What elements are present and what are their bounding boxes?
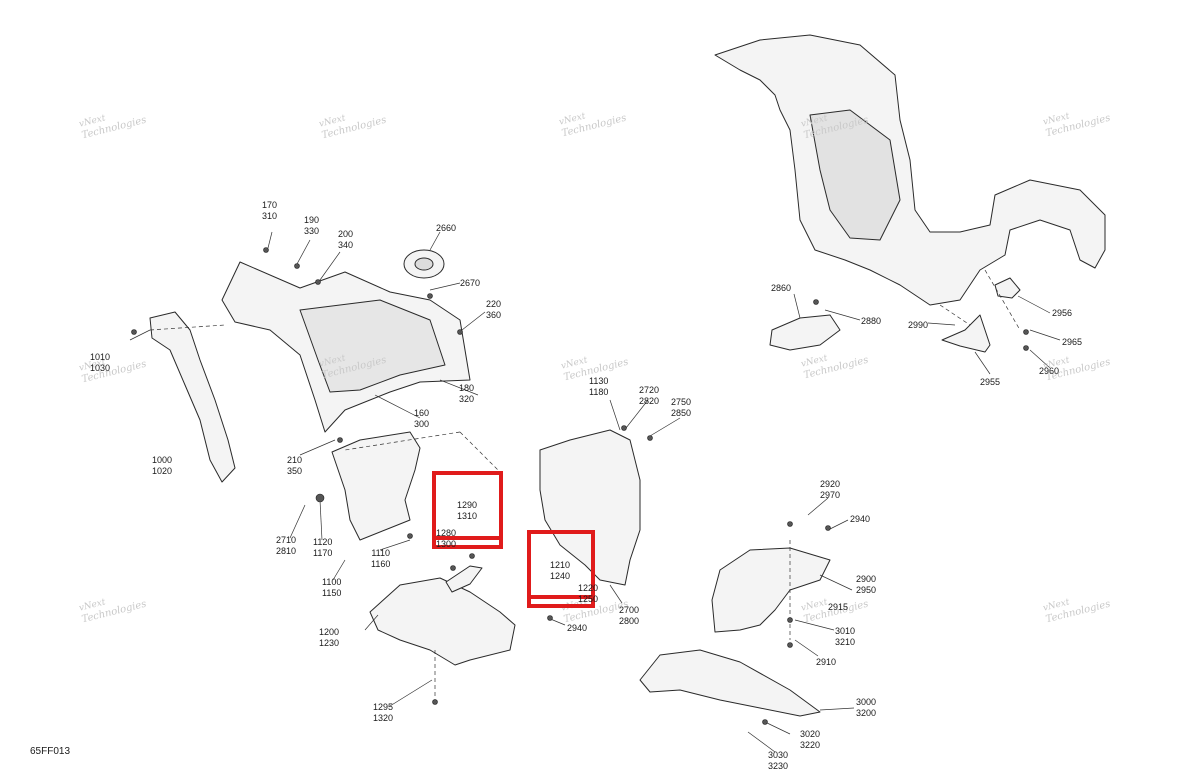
rear-fender-part xyxy=(711,547,831,633)
part-callout[interactable]: 2910 xyxy=(816,657,837,667)
part-callout[interactable]: 2965 xyxy=(1062,337,1083,347)
part-callout[interactable]: 2915 xyxy=(828,602,849,612)
part-callout[interactable]: 2880 xyxy=(861,316,882,326)
side-fender-part xyxy=(539,429,641,586)
front-panel-inner xyxy=(299,299,446,393)
floor-tray-part xyxy=(369,577,516,666)
figure-code: 65FF013 xyxy=(30,746,71,757)
highlight-band xyxy=(432,536,503,540)
bracket-1280 xyxy=(445,565,483,593)
side-bracket-part xyxy=(149,311,236,483)
part-callout[interactable]: 2940 xyxy=(567,623,588,633)
part-callout[interactable]: 2670 xyxy=(460,278,481,288)
bracket-2860 xyxy=(769,314,841,351)
highlight-band xyxy=(527,595,595,599)
rear-frame-part xyxy=(714,34,1106,306)
part-callout[interactable]: 2960 xyxy=(1039,366,1060,376)
part-callout[interactable]: 2956 xyxy=(1052,308,1073,318)
rear-guard-part xyxy=(639,649,821,717)
highlight-box-1210[interactable] xyxy=(527,530,595,608)
rear-frame-inner xyxy=(809,109,901,241)
part-callout[interactable]: 2955 xyxy=(980,377,1001,387)
part-callout[interactable]: 2660 xyxy=(436,223,457,233)
highlight-box-1290[interactable] xyxy=(432,471,503,549)
part-callout[interactable]: 2860 xyxy=(771,283,792,293)
knee-guard-part xyxy=(331,431,421,541)
part-callout[interactable]: 2940 xyxy=(850,514,871,524)
bracket-2955 xyxy=(941,314,991,353)
part-callout[interactable]: 2990 xyxy=(908,320,929,330)
clip-2956 xyxy=(994,277,1021,299)
